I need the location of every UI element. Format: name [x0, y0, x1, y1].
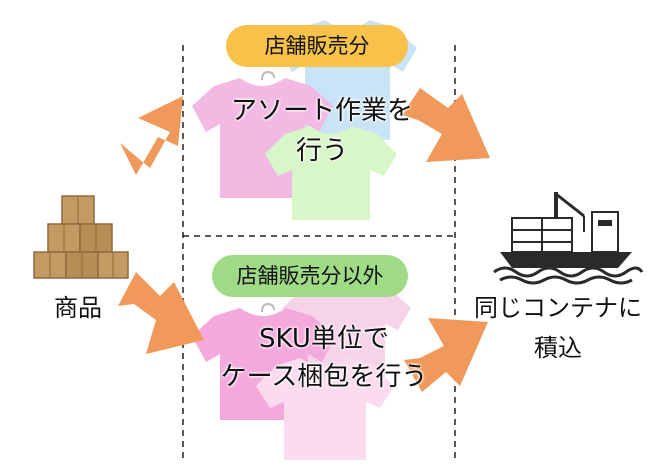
case-packing-line2: ケース梱包を行う [220, 362, 428, 392]
container-loading-line1: 同じコンテナに [474, 294, 642, 322]
arrow-goods-to-bottom [118, 272, 204, 354]
tshirt-group-bottom [192, 282, 411, 460]
case-packing-line1: SKU単位で [259, 324, 389, 354]
assort-work-line2: 行う [295, 136, 348, 166]
tshirt-icon-pink-light [282, 282, 411, 392]
container-loading-line2: 積込 [534, 334, 582, 362]
arrow-bottom-to-ship [404, 318, 488, 392]
tshirt-icon-green [265, 126, 397, 220]
cardboard-boxes-icon [33, 195, 129, 279]
goods-label: 商品 [54, 294, 102, 322]
container-loading-label: 同じコンテナに 積込 [458, 288, 658, 368]
container-ship-icon [493, 192, 644, 285]
tshirt-icon-pink-pale [256, 358, 394, 460]
arrow-goods-to-top [120, 96, 183, 175]
badge-non-store-sales: 店舗販売分以外 [212, 255, 408, 297]
hanger-icon [261, 70, 275, 81]
arrow-top-to-ship [402, 88, 490, 162]
badge-store-sales: 店舗販売分 [226, 25, 408, 67]
assort-work-label: アソート作業を 行う [210, 91, 434, 171]
case-packing-label: SKU単位で ケース梱包を行う [196, 320, 452, 396]
hanger-icon-bottom [261, 302, 275, 313]
assort-work-line1: アソート作業を [230, 96, 413, 126]
